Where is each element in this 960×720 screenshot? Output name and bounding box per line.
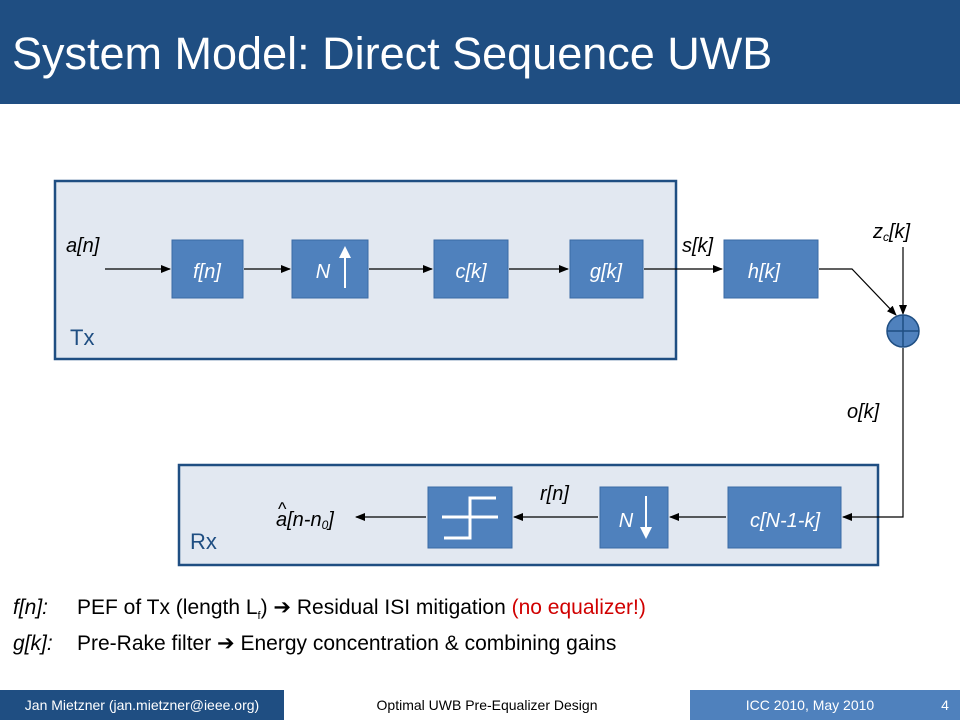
block-matched-filter xyxy=(727,486,842,549)
bullet-text: PEF of Tx (length L xyxy=(77,596,258,619)
rx-label: Rx xyxy=(190,529,217,554)
footer-author: Jan Mietzner (jan.mietzner@ieee.org) xyxy=(0,690,284,720)
block-downsample-label: N xyxy=(619,510,634,532)
bullet-term: g[k]: xyxy=(13,632,53,655)
arrow-h-to-adder xyxy=(819,268,897,316)
signal-s-k: s[k] xyxy=(682,235,714,257)
footer-venue: ICC 2010, May 2010 xyxy=(690,690,930,720)
signal-a-n: a[n] xyxy=(66,235,100,257)
block-matched-filter-label: c[N-1-k] xyxy=(750,510,820,532)
block-c-k xyxy=(433,239,509,299)
block-g-k-label: g[k] xyxy=(590,261,623,283)
downsample-arrowhead-icon xyxy=(640,527,652,539)
block-downsample xyxy=(599,486,669,549)
bullet-g-k: g[k]: Pre-Rake filter ➔ Energy concentrat… xyxy=(13,628,646,664)
signal-a-hat: a[n-n0] xyxy=(276,509,334,532)
block-upsample xyxy=(291,239,369,299)
tx-label: Tx xyxy=(70,325,94,350)
footer-bar: Jan Mietzner (jan.mietzner@ieee.org) Opt… xyxy=(0,690,960,720)
bullet-text: Pre-Rake filter ➔ Energy concentration &… xyxy=(77,632,617,655)
signal-r-n: r[n] xyxy=(540,483,569,505)
decision-threshold-icon xyxy=(442,496,498,540)
page-number: 4 xyxy=(930,690,960,720)
bullet-highlight: (no equalizer!) xyxy=(511,596,646,619)
footer-talk-title: Optimal UWB Pre-Equalizer Design xyxy=(284,690,690,720)
signal-estimate-hat: ^ xyxy=(278,499,287,519)
bullet-f-n: f[n]: PEF of Tx (length Lf) ➔ Residual IS… xyxy=(13,592,646,628)
bullet-term: f[n]: xyxy=(13,596,49,619)
title-bar: System Model: Direct Sequence UWB xyxy=(0,0,960,104)
bullet-subscript: f xyxy=(257,610,261,623)
slide-title: System Model: Direct Sequence UWB xyxy=(12,28,773,79)
arrow-adder-to-matched-filter xyxy=(842,348,904,521)
block-upsample-label: N xyxy=(316,261,331,283)
signal-zc-k: zc[k] xyxy=(872,221,911,244)
bullet-list: f[n]: PEF of Tx (length Lf) ➔ Residual IS… xyxy=(13,592,646,664)
bullet-text-after: ) ➔ Residual ISI mitigation xyxy=(260,596,512,619)
upsample-arrowhead-icon xyxy=(339,246,351,258)
block-h-k xyxy=(723,239,819,299)
block-c-k-label: c[k] xyxy=(455,261,487,283)
block-h-k-label: h[k] xyxy=(748,261,781,283)
block-g-k xyxy=(569,239,644,299)
block-f-n xyxy=(171,239,244,299)
block-f-n-label: f[n] xyxy=(193,261,221,283)
signal-o-k: o[k] xyxy=(847,401,880,423)
